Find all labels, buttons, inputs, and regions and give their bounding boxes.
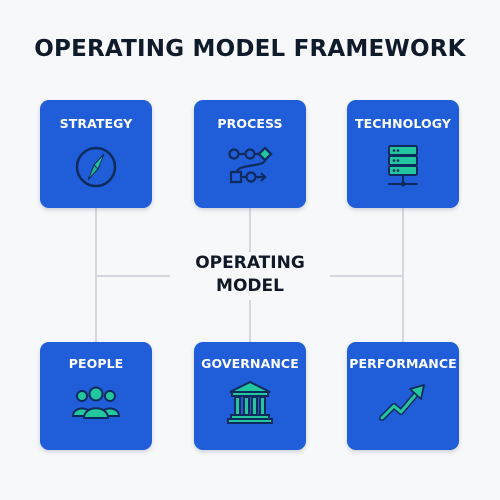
card-label: PEOPLE <box>68 356 124 371</box>
card-label: TECHNOLOGY <box>355 116 451 131</box>
card-performance[interactable]: PERFORMANCE <box>347 342 459 450</box>
server-icon <box>388 145 418 187</box>
center-label: OPERATING MODEL <box>170 252 330 298</box>
card-label: STRATEGY <box>59 116 133 131</box>
process-flow-icon <box>228 146 273 184</box>
page-title: OPERATING MODEL FRAMEWORK <box>34 36 466 62</box>
building-icon <box>227 380 273 424</box>
center-label-line1: OPERATING <box>195 253 305 273</box>
center-label-line2: MODEL <box>216 276 284 296</box>
card-label: PERFORMANCE <box>349 356 457 371</box>
card-process[interactable]: PROCESS <box>194 100 306 208</box>
people-icon <box>71 386 121 419</box>
trend-up-icon <box>379 384 425 421</box>
card-label: GOVERNANCE <box>201 356 299 371</box>
card-label: PROCESS <box>217 116 283 131</box>
card-governance[interactable]: GOVERNANCE <box>194 342 306 450</box>
compass-icon <box>75 146 117 188</box>
card-people[interactable]: PEOPLE <box>40 342 152 450</box>
card-technology[interactable]: TECHNOLOGY <box>347 100 459 208</box>
card-strategy[interactable]: STRATEGY <box>40 100 152 208</box>
